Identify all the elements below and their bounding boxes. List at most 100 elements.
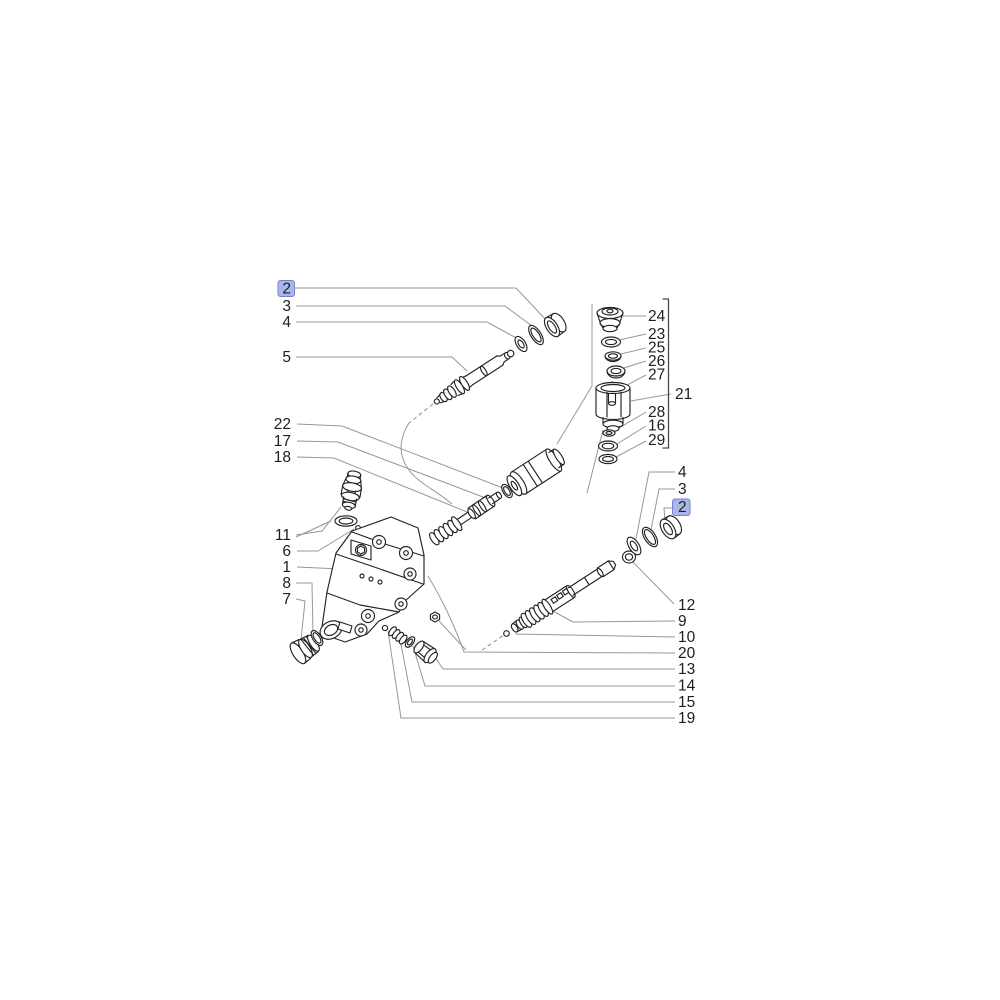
part-26-cup: [606, 365, 626, 379]
callout-4-right-label: 4: [678, 464, 687, 481]
callout-29-label: 29: [648, 432, 665, 449]
leader-26: [623, 360, 647, 369]
callout-12-label: 12: [678, 597, 695, 614]
callout-5-label: 5: [282, 349, 291, 366]
leader-12: [631, 560, 675, 605]
callout-6-label: 6: [282, 543, 291, 560]
leader-21: [630, 393, 672, 402]
leader-6: [297, 528, 355, 552]
leader-17: [296, 440, 492, 501]
axis-dashed-bottom: [481, 634, 505, 651]
part-1-valve-body-main: [319, 516, 425, 643]
leader-3-top: [296, 305, 537, 330]
leader-8: [296, 582, 314, 634]
part-18-valve-cartridge: [506, 448, 565, 497]
assembly-guide-curve: [400, 422, 453, 505]
leader-10: [514, 633, 676, 638]
leader-20-nut: [438, 620, 467, 651]
callout-labels: 2 3 4 5 22 17 18 11 6 1 8 7 24 23 25 26 …: [274, 281, 696, 728]
callout-23-label: 23: [648, 326, 665, 343]
part-15-spring: [388, 626, 408, 645]
callout-15-label: 15: [678, 694, 695, 711]
part-13-plug: [413, 640, 438, 664]
leader-13: [432, 653, 675, 670]
highlight-box-callout-2-right[interactable]: [672, 498, 691, 516]
part-5-spool-rod: [433, 349, 515, 405]
part-11-washer: [334, 515, 358, 527]
part-24-cap: [596, 306, 624, 333]
leader-2-right: [663, 507, 672, 522]
leader-18: [296, 456, 473, 515]
leader-15: [399, 638, 675, 703]
callout-13-label: 13: [678, 661, 695, 678]
callout-16-label: 16: [648, 418, 665, 435]
callout-26-label: 26: [648, 353, 665, 370]
bracket-group-21: [662, 298, 670, 449]
leader-4-right: [635, 471, 675, 540]
callout-7-label: 7: [282, 591, 291, 608]
leader-5: [296, 356, 468, 372]
part-4-washer-right: [626, 536, 642, 556]
part-14-washer: [404, 636, 416, 648]
callout-2-top-label[interactable]: 2: [282, 281, 291, 298]
leader-9: [550, 609, 676, 623]
highlight-box-callout-2-top[interactable]: [277, 280, 295, 297]
part-16-washer: [597, 440, 619, 452]
leader-14: [412, 645, 675, 687]
callout-27-label: 27: [648, 367, 665, 384]
leader-3-right: [650, 488, 675, 531]
leader-20-curve: [427, 575, 676, 654]
leader-lines: [294, 287, 676, 719]
part-2-bushing-top: [543, 312, 567, 338]
callout-19-label: 19: [678, 710, 695, 727]
part-17-o-ring: [501, 483, 513, 499]
leader-23: [618, 333, 647, 341]
callout-9-label: 9: [678, 613, 687, 630]
leader-4-top: [296, 321, 521, 341]
callout-22-label: 22: [274, 416, 291, 433]
part-7-plug: [289, 634, 320, 665]
part-25-washer: [604, 351, 622, 363]
part-2-bushing-right: [659, 515, 683, 540]
part-4-washer-top: [514, 335, 528, 353]
part-20-nut: [429, 611, 441, 623]
part-9-spool-assembly: [510, 560, 617, 633]
callout-10-label: 10: [678, 629, 696, 646]
leader-11a: [295, 506, 342, 536]
callout-3-top-label: 3: [282, 298, 291, 315]
part-28-ring: [602, 429, 616, 437]
part-23-o-ring: [600, 336, 622, 348]
callout-21-label: 21: [675, 386, 692, 403]
callout-17-label: 17: [274, 433, 291, 450]
assembly-line-stack-b: [586, 429, 604, 494]
part-10-ball: [503, 630, 510, 637]
callout-2-right-label[interactable]: 2: [678, 499, 687, 516]
callout-28-label: 28: [648, 404, 665, 421]
leader-16: [616, 425, 647, 445]
leader-11b: [295, 520, 332, 538]
part-29-o-ring: [598, 453, 618, 465]
part-8-o-ring: [310, 629, 324, 647]
part-3-o-ring-right: [641, 526, 659, 548]
part-11-sensor-switch: [340, 470, 363, 511]
callout-24-label: 24: [648, 308, 666, 325]
callout-25-label: 25: [648, 340, 665, 357]
callout-8-label: 8: [282, 575, 291, 592]
leader-29: [615, 440, 647, 458]
leader-25: [620, 347, 647, 355]
part-12-ring: [621, 550, 637, 564]
leader-19: [387, 630, 675, 719]
callout-20-label: 20: [678, 645, 696, 662]
leader-7: [295, 598, 306, 641]
part-3-o-ring-top: [528, 324, 544, 346]
callout-11-label: 11: [275, 527, 291, 544]
callout-3-right-label: 3: [678, 481, 687, 498]
part-19-ball: [381, 624, 389, 632]
callout-14-label: 14: [678, 678, 696, 695]
callout-18-label: 18: [274, 449, 291, 466]
assembly-line-stack-a: [556, 304, 593, 445]
leader-2-top: [294, 287, 550, 324]
leader-22: [296, 423, 504, 489]
